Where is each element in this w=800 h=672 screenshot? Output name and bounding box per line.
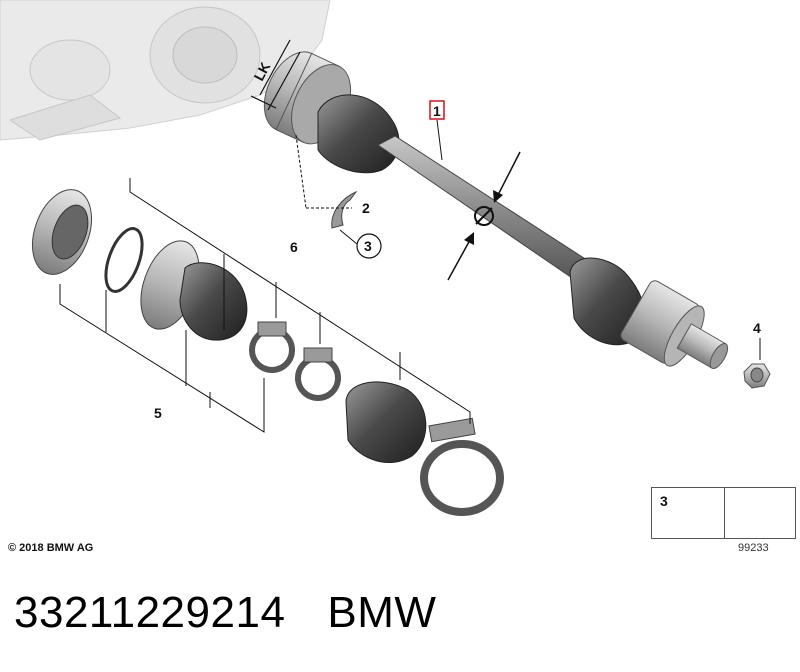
callout-1-highlight — [429, 100, 445, 120]
hex-nut-part-4: 4 — [743, 320, 771, 389]
lk-dimension-marker: LK — [251, 39, 301, 111]
differential-housing — [0, 0, 331, 141]
repair-kit-exploded: 6 5 — [32, 178, 504, 516]
copyright-notice: © 2018 BMW AG — [8, 542, 94, 554]
callout-2: 2 — [362, 200, 370, 216]
circlip-part-2: 2 — [295, 134, 370, 229]
callout-1: 1 — [433, 103, 441, 119]
brand-name: BMW — [327, 588, 437, 637]
part-number: 33211229214 — [14, 588, 286, 637]
reference-code: 99233 — [738, 542, 769, 554]
callout-3: 3 — [364, 238, 372, 254]
callout-5: 5 — [154, 405, 162, 421]
inset-panel: 3 — [651, 487, 796, 539]
callout-6: 6 — [290, 239, 298, 255]
callout-3-circle — [356, 233, 382, 259]
part-number-footer: 33211229214 BMW — [14, 588, 436, 638]
drive-shaft-assembly — [263, 51, 729, 369]
inset-divider — [724, 488, 725, 538]
lk-dimension-label: LK — [251, 59, 274, 83]
callout-4: 4 — [753, 320, 761, 336]
inset-callout-3: 3 — [660, 493, 668, 509]
